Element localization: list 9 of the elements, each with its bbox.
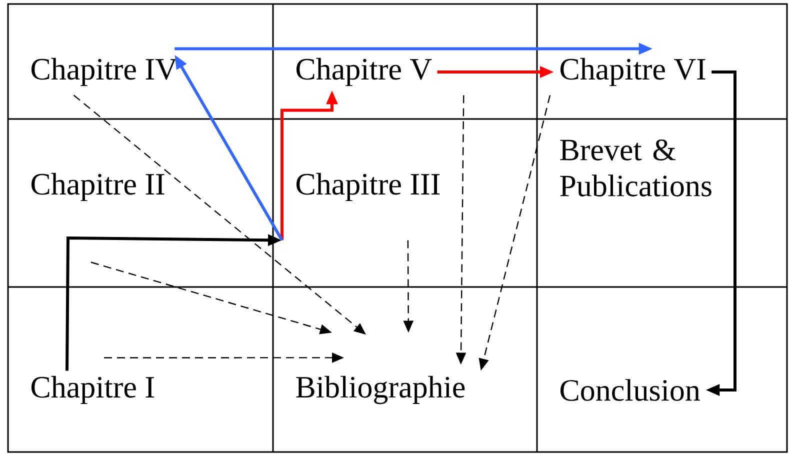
cell-text: Chapitre III <box>296 172 440 202</box>
cell-text: Brevet & Publications <box>560 140 712 196</box>
cell-text: Conclusion <box>560 379 700 401</box>
cell-text: Chapitre IV <box>31 58 178 86</box>
cell-text: Chapitre V <box>296 58 432 86</box>
cell-text: Chapitre I <box>31 376 154 404</box>
cell-text: Chapitre VI <box>560 58 706 86</box>
cell-text: Chapitre II <box>31 172 164 202</box>
cell-text: Bibliographie <box>296 376 465 404</box>
